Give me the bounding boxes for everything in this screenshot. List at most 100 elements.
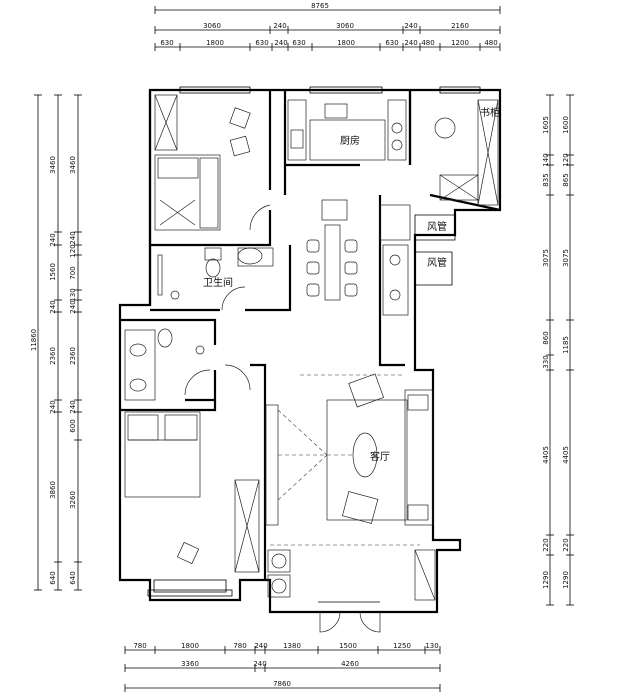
dim-left-o-3: 240 [49, 300, 57, 313]
dim-left-o-4: 2360 [49, 347, 57, 365]
walls [118, 88, 502, 614]
dim-left-o-5: 240 [49, 400, 57, 413]
dim-left-o-0: 3460 [49, 156, 57, 174]
windows [147, 86, 481, 597]
dim-top-overall: 8765 [311, 2, 329, 10]
kitchen-counter [287, 99, 407, 161]
dim-bottom-r1-2: 780 [233, 642, 246, 650]
bottom-dimensions: 780 1800 780 240 1380 1500 1250 130 3360… [124, 642, 441, 692]
dim-top-r3-5: 1800 [337, 39, 355, 47]
dim-top-r3-10: 480 [484, 39, 497, 47]
dim-left-o-7: 640 [49, 571, 57, 584]
dim-left-i-1: 240 [69, 231, 77, 244]
dim-right-i-2: 865 [562, 173, 570, 186]
dim-right-i-3: 3075 [562, 249, 570, 267]
room-label-bookcase: 书柜 [480, 106, 500, 119]
dim-top-r3-6: 630 [385, 39, 398, 47]
left-dimensions: 11860 3460 240 1560 240 2360 240 3860 64… [30, 94, 82, 591]
wardrobe-2 [234, 479, 260, 573]
tv-console [265, 404, 279, 526]
dim-right-i-7: 1290 [562, 571, 570, 589]
chair-2 [229, 135, 251, 157]
dim-right-i-1: 120 [562, 153, 570, 166]
study-furniture [434, 99, 499, 206]
room-label-living: 客厅 [370, 450, 390, 463]
dim-bottom-r1-4: 1380 [283, 642, 301, 650]
dim-right-o-1: 140 [542, 153, 550, 166]
chair-1 [229, 107, 251, 129]
dim-bottom-r1-7: 130 [425, 642, 438, 650]
door-bedroom-2 [224, 364, 251, 391]
balcony-door-left [319, 611, 341, 633]
dim-left-i-6: 2360 [69, 347, 77, 365]
dim-left-i-4: 130 [69, 288, 77, 301]
dim-bottom-r1-5: 1500 [339, 642, 357, 650]
dim-top-r3-9: 1200 [451, 39, 469, 47]
dim-bottom-r2-0: 3360 [181, 660, 199, 668]
dim-right-i-0: 1600 [562, 116, 570, 134]
fridge [379, 204, 411, 241]
dim-top-r3-3: 240 [274, 39, 287, 47]
dim-top-r3-8: 480 [421, 39, 434, 47]
room-label-duct-bottom: 风管 [427, 256, 447, 269]
dim-left-i-7: 240 [69, 400, 77, 413]
room-label-kitchen: 厨房 [340, 134, 360, 147]
dim-bottom-r1-6: 1250 [393, 642, 411, 650]
lower-bath-fixtures [124, 328, 205, 401]
dim-top-r2-0: 3060 [203, 22, 221, 30]
dim-left-o-2: 1560 [49, 263, 57, 281]
dim-left-i-9: 3260 [69, 491, 77, 509]
dim-top-r3-1: 1800 [206, 39, 224, 47]
dim-right-i-5: 4405 [562, 446, 570, 464]
dim-right-o-4: 860 [542, 331, 550, 344]
bed-1 [154, 154, 221, 231]
room-label-bathroom: 卫生间 [203, 276, 233, 289]
dim-right-o-5: 330 [542, 355, 550, 368]
dim-top-r2-3: 240 [404, 22, 417, 30]
dining-set [306, 199, 358, 301]
dim-bottom-r2-1: 240 [253, 660, 266, 668]
balcony-appliances [267, 549, 436, 601]
view-line-2 [277, 454, 328, 501]
dim-top-r3-4: 630 [292, 39, 305, 47]
dim-top-r2-1: 240 [273, 22, 286, 30]
dim-left-i-5: 240 [69, 300, 77, 313]
dim-right-o-3: 3075 [542, 249, 550, 267]
dim-bottom-r1-0: 780 [133, 642, 146, 650]
room-label-duct-top: 风管 [427, 220, 447, 233]
door-bathroom [221, 286, 246, 311]
dim-top-r2-4: 2160 [451, 22, 469, 30]
dim-left-i-10: 640 [69, 571, 77, 584]
right-dimensions: 1605 140 835 3075 860 330 4405 220 1290 … [542, 94, 574, 606]
dim-right-o-8: 1290 [542, 571, 550, 589]
top-dimensions: 8765 3060 240 3060 240 2160 [154, 2, 501, 51]
furniture: 厨房 书柜 风管 风管 [124, 94, 500, 633]
door-bedroom-1 [249, 204, 271, 231]
door-lower-bath [184, 369, 211, 396]
dim-left-o-6: 3860 [49, 481, 57, 499]
wardrobe-1 [154, 94, 178, 151]
bathroom-fixtures [157, 247, 274, 300]
dim-bottom-r1-3: 240 [254, 642, 267, 650]
dim-right-i-6: 220 [562, 538, 570, 551]
dim-left-i-2: 120 [69, 244, 77, 257]
dim-top-r3-0: 630 [160, 39, 173, 47]
dim-left-i-3: 700 [69, 266, 77, 279]
chair-3 [176, 541, 200, 565]
dim-top-r2-2: 3060 [336, 22, 354, 30]
dim-bottom-overall: 7860 [273, 680, 291, 688]
dim-top-r3-2: 630 [255, 39, 268, 47]
balcony-door-right [359, 611, 381, 633]
bed-2 [124, 411, 201, 498]
dim-top-r3-7: 240 [404, 39, 417, 47]
dim-right-o-6: 4405 [542, 446, 550, 464]
dim-left-i-0: 3460 [69, 156, 77, 174]
dim-bottom-r1-1: 1800 [181, 642, 199, 650]
utility-column [382, 244, 409, 316]
dim-left-i-8: 600 [69, 419, 77, 432]
dim-right-o-2: 835 [542, 173, 550, 186]
dim-left-overall: 11860 [30, 329, 38, 351]
dim-right-i-4: 1185 [562, 336, 570, 354]
dim-bottom-r2-2: 4260 [341, 660, 359, 668]
